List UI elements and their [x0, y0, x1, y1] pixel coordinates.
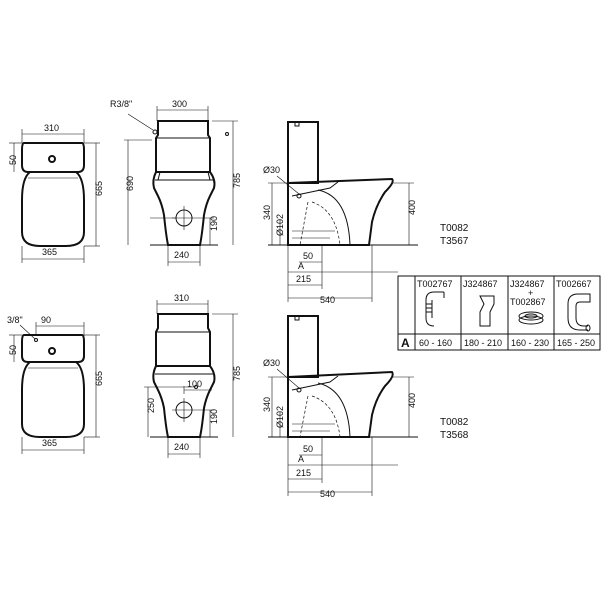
top-code-1: T0082 — [440, 223, 469, 234]
top-front-total-height: 785 — [232, 173, 242, 188]
top-side-dia102: Ø102 — [275, 214, 285, 236]
bottom-front-base-width: 240 — [174, 442, 189, 452]
top-plan-cistern — [21, 142, 85, 173]
top-side-540: 540 — [320, 295, 335, 305]
bottom-side-400: 400 — [407, 393, 417, 408]
bottom-side-pipe-dia: Ø30 — [263, 358, 280, 368]
bottom-plan-depth: 665 — [94, 371, 104, 386]
top-side-50: 50 — [303, 251, 313, 261]
adapter-ring-icon — [518, 311, 544, 321]
top-side-view: 340 Ø102 Ø30 400 50 A 215 540 T0082 T356… — [262, 121, 469, 305]
bottom-front-total-height: 785 — [232, 366, 242, 381]
top-front-inlet: R3/8" — [110, 99, 132, 109]
top-code-2: T3567 — [440, 236, 469, 247]
table-col2-range: 180 - 210 — [464, 338, 502, 348]
table-col4-range: 165 - 250 — [557, 338, 595, 348]
bottom-code-1: T0082 — [440, 417, 469, 428]
adapter-elbow-icon — [425, 291, 445, 327]
table-col2-code: J324867 — [463, 279, 498, 289]
top-front-cistern-width: 300 — [172, 99, 187, 109]
top-side-bowl — [287, 177, 394, 246]
bottom-plan-inlet: 3/8" — [7, 315, 23, 325]
top-side-400: 400 — [407, 200, 417, 215]
top-front-outlet-height: 190 — [209, 216, 219, 231]
top-plan-view: 310 50 665 365 — [8, 123, 104, 263]
top-front-base-width: 240 — [174, 250, 189, 260]
top-side-340: 340 — [262, 205, 272, 220]
bottom-plan-bowl — [21, 361, 85, 438]
bottom-side-view: 340 Ø102 Ø30 400 50 A 215 540 T0082 T356… — [262, 315, 469, 499]
bottom-plan-90: 90 — [41, 315, 51, 325]
bottom-front-cistern — [155, 313, 211, 367]
bottom-plan-view: 3/8" 90 50 665 365 — [7, 315, 104, 454]
adapter-bend-icon — [567, 293, 591, 331]
top-side-pipe-dia: Ø30 — [263, 165, 280, 175]
table-col3-range: 160 - 230 — [511, 338, 549, 348]
top-front-cistern — [155, 120, 211, 173]
bottom-front-outlet-height: 250 — [146, 398, 156, 413]
bottom-plan-base-width: 365 — [42, 438, 57, 448]
bottom-side-215: 215 — [296, 468, 311, 478]
adapter-offset-icon — [479, 295, 495, 327]
bottom-side-dia102: Ø102 — [275, 406, 285, 428]
table-col1-code: T002767 — [417, 279, 453, 289]
bottom-code-2: T3568 — [440, 430, 469, 441]
table-col3-code2: T002867 — [510, 297, 546, 307]
bottom-plan-button — [48, 347, 56, 355]
bottom-front-view: 310 100 250 785 190 240 — [144, 293, 242, 458]
top-plan-width: 310 — [44, 123, 59, 133]
top-side-215: 215 — [296, 274, 311, 284]
adapter-table: A T002767 60 - 160 J324867 180 - 210 J32… — [397, 275, 601, 351]
table-col3-plus: + — [528, 288, 533, 298]
top-side-cistern — [287, 121, 319, 184]
table-col1-range: 60 - 160 — [419, 338, 452, 348]
top-front-seat-height: 690 — [125, 176, 135, 191]
table-col3-code: J324867 — [510, 279, 545, 289]
top-plan-button — [48, 155, 56, 163]
top-plan-depth: 665 — [94, 181, 104, 196]
bottom-side-cistern — [287, 315, 319, 378]
table-row-label: A — [401, 336, 410, 350]
bottom-front-inlet-offset: 100 — [187, 379, 202, 389]
bottom-plan-offset: 50 — [8, 345, 18, 355]
table-col4-code: T002667 — [556, 279, 592, 289]
bottom-side-540: 540 — [320, 489, 335, 499]
top-front-inlet-dot — [152, 129, 158, 135]
bottom-side-50: 50 — [303, 444, 313, 454]
bottom-plan-cistern — [21, 334, 85, 363]
top-front-view: 300 R3/8" 690 785 190 240 — [110, 99, 242, 266]
top-plan-offset: 50 — [8, 155, 18, 165]
top-side-A: A — [298, 261, 304, 271]
bottom-front-cistern-width: 310 — [174, 293, 189, 303]
bottom-side-bowl — [287, 370, 394, 438]
bottom-front-190: 190 — [209, 409, 219, 424]
top-plan-base-width: 365 — [42, 247, 57, 257]
bottom-side-A: A — [298, 454, 304, 464]
top-plan-bowl — [21, 171, 85, 247]
bottom-side-340: 340 — [262, 397, 272, 412]
